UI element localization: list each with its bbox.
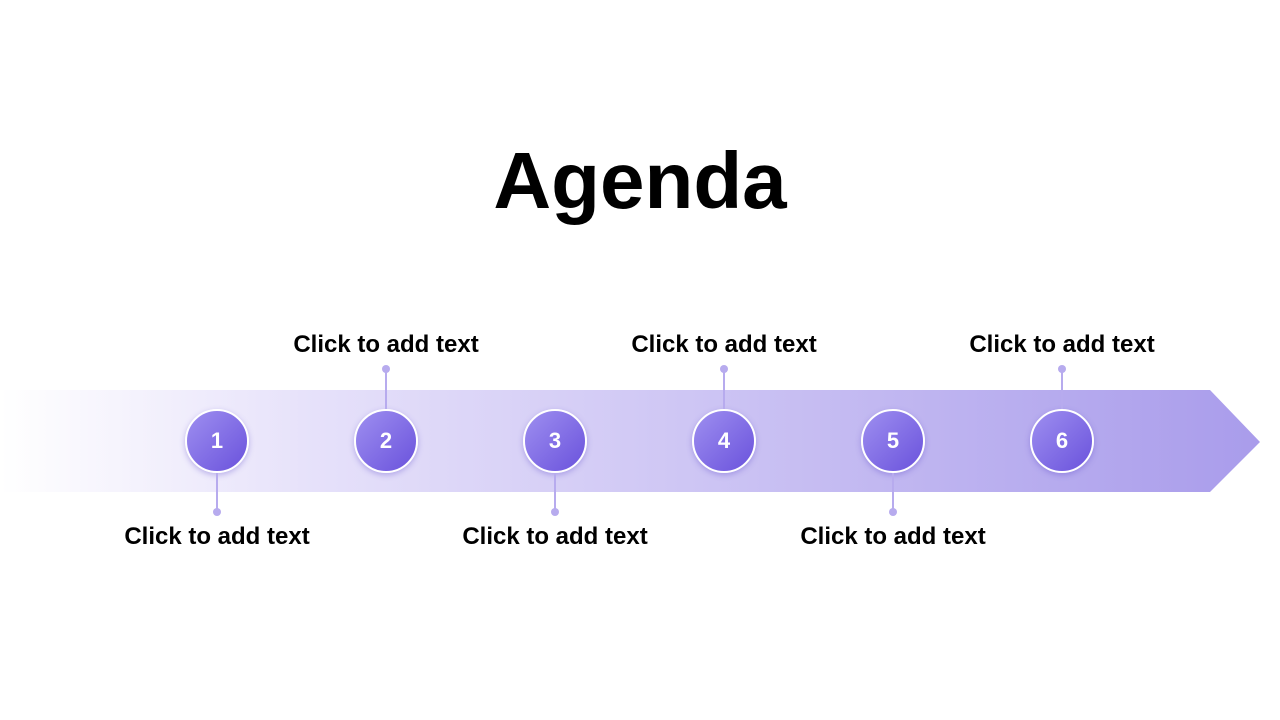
step-connector-3 bbox=[554, 473, 556, 512]
step-label-1[interactable]: Click to add text bbox=[124, 523, 310, 550]
page-title[interactable]: Agenda bbox=[493, 136, 787, 225]
step-connector-6 bbox=[1061, 370, 1063, 409]
step-connector-5 bbox=[892, 473, 894, 512]
step-circle-3[interactable]: 3 bbox=[523, 409, 587, 473]
step-label-6[interactable]: Click to add text bbox=[969, 331, 1155, 358]
step-connector-dot-1 bbox=[213, 508, 221, 516]
step-circle-5[interactable]: 5 bbox=[861, 409, 925, 473]
timeline-arrow bbox=[0, 390, 1260, 492]
step-circle-4[interactable]: 4 bbox=[692, 409, 756, 473]
timeline-arrow-shape bbox=[0, 390, 1260, 492]
step-label-3[interactable]: Click to add text bbox=[462, 523, 648, 550]
step-connector-4 bbox=[723, 370, 725, 409]
step-label-4[interactable]: Click to add text bbox=[631, 331, 817, 358]
step-connector-dot-5 bbox=[889, 508, 897, 516]
step-circle-6[interactable]: 6 bbox=[1030, 409, 1094, 473]
step-connector-dot-3 bbox=[551, 508, 559, 516]
step-label-5[interactable]: Click to add text bbox=[800, 523, 986, 550]
step-connector-dot-2 bbox=[382, 365, 390, 373]
step-connector-dot-6 bbox=[1058, 365, 1066, 373]
step-connector-1 bbox=[216, 473, 218, 512]
step-connector-2 bbox=[385, 370, 387, 409]
step-connector-dot-4 bbox=[720, 365, 728, 373]
step-circle-2[interactable]: 2 bbox=[354, 409, 418, 473]
step-circle-1[interactable]: 1 bbox=[185, 409, 249, 473]
step-label-2[interactable]: Click to add text bbox=[293, 331, 479, 358]
